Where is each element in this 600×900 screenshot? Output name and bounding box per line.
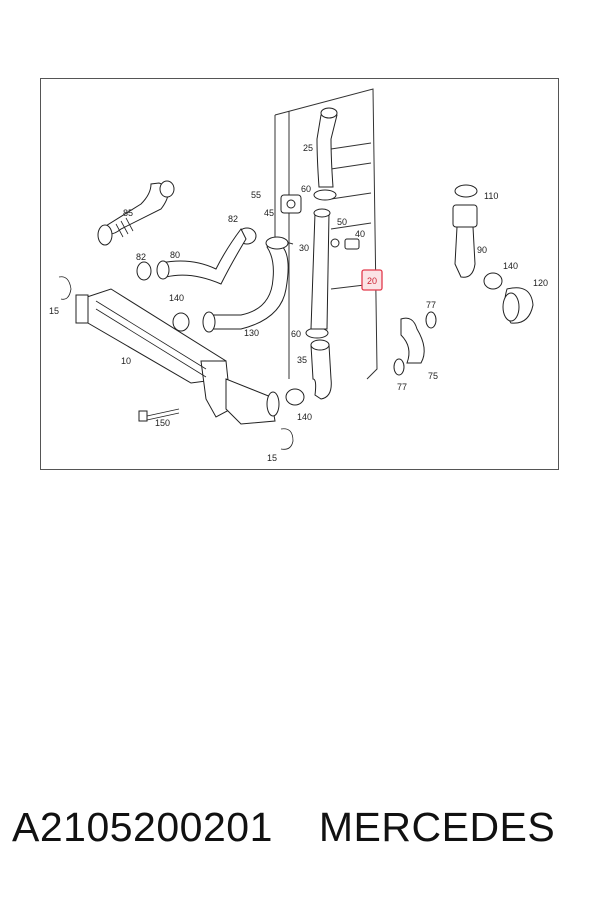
part-label: 45	[264, 208, 274, 218]
part-label: 77	[426, 300, 436, 310]
part-label: 35	[297, 355, 307, 365]
part-label: 60	[301, 184, 311, 194]
elbow-35	[310, 339, 332, 400]
part-label: 140	[503, 261, 518, 271]
part-label: 40	[355, 229, 365, 239]
part-label: 60	[291, 329, 301, 339]
washer-50	[330, 238, 340, 248]
hose-80	[156, 228, 247, 285]
brand-name: MERCEDES	[318, 804, 556, 850]
part-label: 85	[123, 208, 133, 218]
part-label: 140	[297, 412, 312, 422]
hose-130	[202, 236, 289, 333]
part-label: 30	[299, 243, 309, 253]
clamp-60-top	[313, 189, 337, 201]
connector-90	[452, 204, 478, 278]
ring-77-top	[425, 311, 437, 329]
hose-85	[97, 180, 175, 246]
part-label: 77	[397, 382, 407, 392]
highlight-part-20: 20	[361, 269, 383, 291]
ring-82-left	[136, 261, 152, 281]
sensor-45	[280, 194, 302, 214]
part-label: 90	[477, 245, 487, 255]
product-caption: A2105200201 MERCEDES	[12, 804, 592, 860]
clamp-140-bottom	[285, 388, 305, 406]
elbow-120	[502, 287, 534, 324]
part-label: 80	[170, 250, 180, 260]
diagram-drawing: 20 10 15 15 20 25 30 35 40 45 50 55 60 6…	[49, 88, 548, 463]
pipe-30	[310, 208, 331, 330]
ring-110	[454, 184, 478, 198]
highlighted-part-label: 20	[367, 276, 377, 286]
parts-diagram: 20 10 15 15 20 25 30 35 40 45 50 55 60 6…	[40, 78, 559, 470]
clip-15-left	[58, 276, 72, 300]
part-label: 140	[169, 293, 184, 303]
part-label: 82	[136, 252, 146, 262]
part-label: 10	[121, 356, 131, 366]
bolt-150	[138, 408, 180, 422]
part-number: A2105200201	[12, 804, 273, 850]
part-label: 120	[533, 278, 548, 288]
part-label: 15	[49, 306, 59, 316]
intercooler	[75, 288, 280, 425]
pipe-25	[316, 107, 338, 188]
part-label: 25	[303, 143, 313, 153]
part-label: 75	[428, 371, 438, 381]
part-label: 55	[251, 190, 261, 200]
part-label: 130	[244, 328, 259, 338]
part-label: 82	[228, 214, 238, 224]
sensor-40	[344, 238, 360, 250]
part-label: 110	[484, 191, 498, 201]
part-labels: 10 15 15 20 25 30 35 40 45 50 55 60 60 7…	[49, 143, 548, 463]
part-label: 50	[337, 217, 347, 227]
ring-77-bottom	[393, 358, 405, 376]
clip-15-bottom	[280, 428, 294, 450]
clamp-140-right	[483, 272, 503, 290]
part-label: 15	[267, 453, 277, 463]
part-label: 150	[155, 418, 170, 428]
clamp-140-left	[172, 312, 190, 332]
hose-75	[400, 317, 425, 364]
